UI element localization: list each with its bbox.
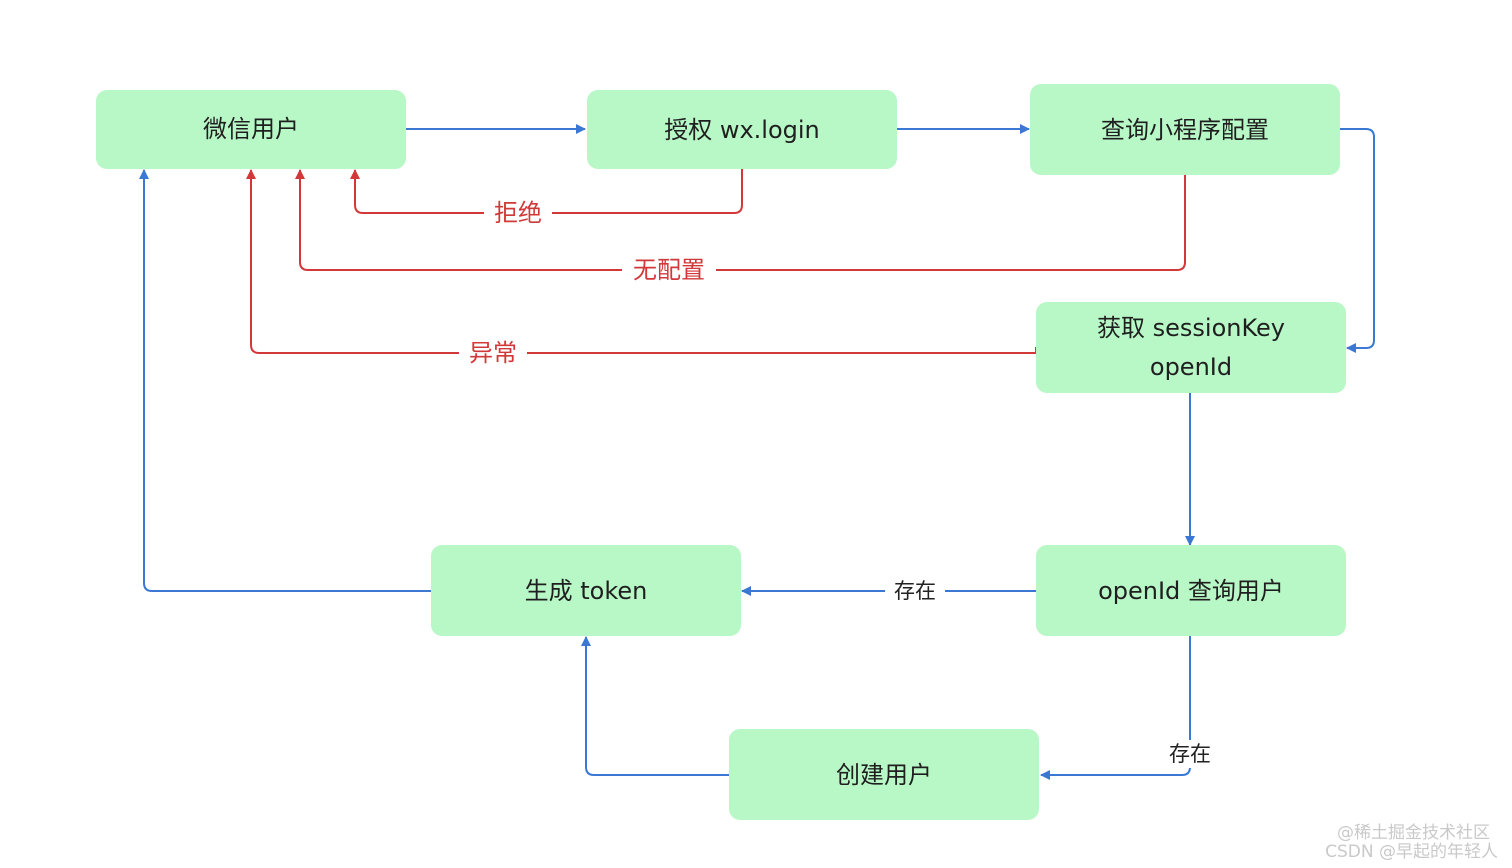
node-gen-token-label: 生成 token bbox=[525, 577, 648, 605]
node-gen-token-box bbox=[431, 545, 741, 636]
node-authorize-box bbox=[587, 90, 897, 169]
watermark-csdn: CSDN @早起的年轻人 bbox=[1325, 842, 1498, 862]
node-authorize-label: 授权 wx.login bbox=[664, 116, 820, 144]
node-create-user-label: 创建用户 bbox=[836, 761, 932, 789]
node-wechat-user: 微信用户 bbox=[96, 90, 406, 169]
reject-label: 拒绝 bbox=[494, 199, 542, 227]
reject-label-bg bbox=[484, 197, 552, 229]
node-wechat-user-box bbox=[96, 90, 406, 169]
node-authorize: 授权 wx.login bbox=[587, 90, 897, 169]
node-query-config-label: 查询小程序配置 bbox=[1101, 116, 1269, 144]
edge-token-to-user bbox=[139, 169, 431, 592]
edge-config-to-session bbox=[1340, 128, 1375, 353]
exists-label-2: 存在 bbox=[1169, 742, 1211, 766]
no-config-label-bg bbox=[622, 254, 716, 286]
exception-label: 异常 bbox=[469, 339, 517, 367]
edge-create-to-token bbox=[581, 636, 729, 776]
node-create-user-box bbox=[729, 729, 1039, 820]
no-config-label: 无配置 bbox=[633, 256, 705, 284]
node-create-user: 创建用户 bbox=[729, 729, 1039, 820]
node-wechat-user-label: 微信用户 bbox=[203, 115, 299, 143]
edge-config-none bbox=[295, 169, 1186, 271]
watermark-juejin: @稀土掘金技术社区 bbox=[1337, 823, 1490, 843]
exists-label-2-bg bbox=[1160, 740, 1220, 768]
node-query-user-box bbox=[1036, 545, 1346, 636]
exception-label-bg bbox=[459, 337, 527, 369]
node-get-session-box bbox=[1036, 302, 1346, 393]
node-query-user: openId 查询用户 bbox=[1036, 545, 1346, 636]
exists-label: 存在 bbox=[894, 579, 936, 603]
node-query-user-label: openId 查询用户 bbox=[1098, 577, 1284, 605]
node-get-session-label-line1: 获取 sessionKey bbox=[1097, 314, 1285, 342]
node-query-config: 查询小程序配置 bbox=[1030, 84, 1340, 175]
exists-label-bg bbox=[885, 577, 945, 605]
node-query-config-box bbox=[1030, 84, 1340, 175]
node-get-session: 获取 sessionKey openId bbox=[1036, 302, 1346, 393]
edge-session-exception bbox=[246, 169, 1037, 354]
node-gen-token: 生成 token bbox=[431, 545, 741, 636]
node-get-session-label-line2: openId bbox=[1150, 353, 1232, 381]
